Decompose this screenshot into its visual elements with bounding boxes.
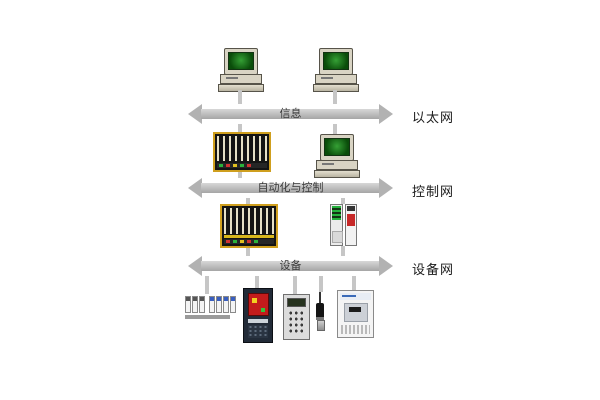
connector-line xyxy=(238,172,242,178)
plc-module-left xyxy=(330,204,343,246)
bus-label-device: 设备 xyxy=(279,259,302,272)
rack-leds xyxy=(217,163,267,168)
drive-nameplate xyxy=(340,293,371,300)
screen xyxy=(324,138,350,156)
connector-line xyxy=(255,276,259,288)
sensor-tip xyxy=(317,320,325,331)
workstation-1 xyxy=(217,48,264,92)
rack-leds xyxy=(224,239,274,244)
bus-body xyxy=(201,261,380,271)
keypad-display xyxy=(287,298,306,307)
bus-arrow-device: 设备 xyxy=(188,256,393,276)
connector-line xyxy=(238,90,242,104)
connector-line xyxy=(238,124,242,132)
rack-band xyxy=(224,235,274,238)
bus-label-automation-control: 自动化与控制 xyxy=(257,181,324,194)
keyboard xyxy=(314,170,360,178)
monitor-icon xyxy=(224,48,258,75)
rack-cards xyxy=(217,136,267,161)
plc-red-badge xyxy=(347,214,355,226)
connector-line xyxy=(246,248,250,256)
sensor-nut xyxy=(316,317,324,320)
monitor-icon xyxy=(320,134,354,161)
hmi-screen xyxy=(248,293,269,316)
hmi-buttons xyxy=(248,325,268,338)
bus-body xyxy=(201,183,380,193)
vfd-drive xyxy=(337,290,374,338)
plc-top-slot xyxy=(347,206,355,211)
workstation-2 xyxy=(312,48,359,92)
connector-line xyxy=(333,90,337,104)
plc-status-leds xyxy=(332,206,341,220)
plc-controller xyxy=(330,204,357,246)
screen xyxy=(228,52,254,70)
connector-line xyxy=(205,276,209,294)
hmi-panel xyxy=(243,288,273,343)
connector-line xyxy=(352,276,356,290)
connector-line xyxy=(333,124,337,136)
sensor-cable xyxy=(319,292,321,304)
drive-panel xyxy=(344,303,368,322)
keypad-keys xyxy=(287,309,305,335)
din-rail xyxy=(185,315,230,319)
connector-line xyxy=(293,276,297,294)
terminal-blocks xyxy=(185,294,236,324)
drive-display xyxy=(349,307,361,312)
connector-line xyxy=(341,198,345,204)
workstation-3 xyxy=(313,134,360,178)
network-label-control: 控制网 xyxy=(412,185,455,200)
computer-case xyxy=(220,74,262,84)
terminal-modules xyxy=(185,296,236,313)
sensor-body xyxy=(316,303,324,319)
plc-rack-1 xyxy=(213,132,271,172)
rack-cards xyxy=(224,208,274,234)
operator-keypad xyxy=(283,294,310,340)
computer-case xyxy=(316,160,358,170)
monitor-icon xyxy=(319,48,353,75)
connector-line xyxy=(246,198,250,204)
drive-vents xyxy=(341,325,370,334)
bus-arrow-control: 自动化与控制 xyxy=(188,178,393,198)
plc-module-right xyxy=(345,204,357,246)
network-label-device: 设备网 xyxy=(412,263,455,278)
hmi-label-strip xyxy=(248,319,268,323)
field-sensor xyxy=(313,292,327,334)
computer-case xyxy=(315,74,357,84)
connector-line xyxy=(341,246,345,256)
bus-label-information: 信息 xyxy=(279,107,302,120)
plc-rack-2 xyxy=(220,204,278,248)
network-label-ethernet: 以太网 xyxy=(412,111,455,126)
bus-arrow-ethernet: 信息 xyxy=(188,104,393,124)
screen xyxy=(323,52,349,70)
bus-body xyxy=(201,109,380,119)
connector-line xyxy=(319,276,323,292)
